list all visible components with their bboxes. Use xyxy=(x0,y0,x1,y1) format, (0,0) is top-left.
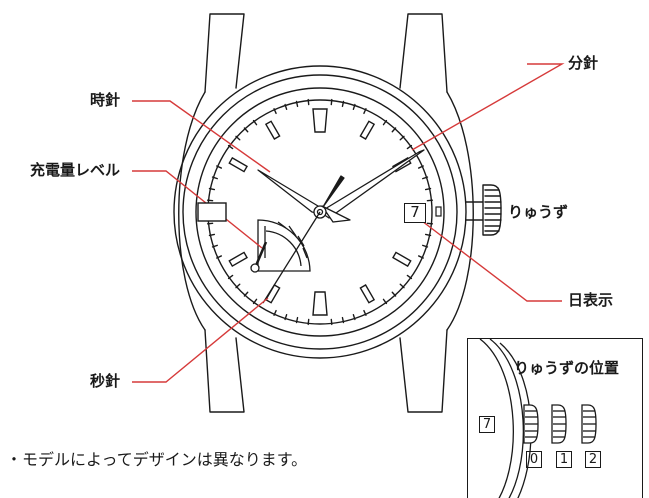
case-lug-upper xyxy=(204,13,245,93)
minute-tick xyxy=(252,298,258,305)
minute-tick xyxy=(406,144,413,150)
minute-tick xyxy=(382,298,388,305)
minute-tick xyxy=(422,176,429,180)
label-power-reserve: 充電量レベル xyxy=(30,161,121,179)
crown-position-1: 1 xyxy=(556,451,572,468)
minute-tick xyxy=(330,98,333,106)
case-lug-upper-right xyxy=(399,13,448,93)
leader-hour-hand xyxy=(132,100,271,173)
leader-second-hand xyxy=(132,297,269,383)
label-crown: りゅうず xyxy=(508,203,569,221)
minute-tick xyxy=(206,199,214,202)
minute-tick xyxy=(424,187,432,191)
design-note: ・モデルによってデザインは異なります。 xyxy=(6,450,308,469)
label-minute-hand: 分針 xyxy=(568,54,599,72)
hour-hand xyxy=(257,169,323,215)
label-hour-hand: 時針 xyxy=(90,91,121,109)
minute-tick xyxy=(295,100,299,108)
inset-crowns xyxy=(523,404,597,444)
minute-tick xyxy=(252,119,258,126)
crown-position-inset: りゅうずの位置 7 0 1 2 xyxy=(467,338,643,498)
hour-index xyxy=(392,251,412,268)
minute-tick xyxy=(352,103,356,110)
minute-hand-tail xyxy=(321,205,351,223)
second-hand xyxy=(322,175,345,208)
minute-tick xyxy=(426,199,434,202)
minute-tick xyxy=(399,283,405,289)
minute-tick xyxy=(284,103,288,110)
minute-tick xyxy=(391,127,397,133)
minute-tick xyxy=(363,108,367,115)
label-second-hand: 秒針 xyxy=(90,372,121,390)
minute-tick xyxy=(426,222,434,225)
minute-hand xyxy=(319,149,425,219)
minute-tick xyxy=(284,314,288,321)
minute-tick xyxy=(352,314,356,321)
minute-tick xyxy=(216,165,223,169)
minute-tick xyxy=(243,127,249,133)
inset-date-window: 7 xyxy=(479,416,495,433)
inset-drawing xyxy=(479,339,597,498)
hour-index xyxy=(228,156,248,173)
minute-tick xyxy=(211,244,218,248)
leader-date xyxy=(417,217,562,302)
crown-position-0: 0 xyxy=(526,451,542,468)
minute-tick xyxy=(243,291,249,297)
hour-index xyxy=(312,108,328,133)
crown xyxy=(482,184,502,236)
minute-tick xyxy=(307,318,310,326)
minute-tick xyxy=(417,165,424,169)
minute-tick xyxy=(208,233,216,237)
minute-tick xyxy=(227,144,234,150)
minute-tick xyxy=(422,244,429,248)
minute-tick xyxy=(424,233,432,237)
minute-track xyxy=(206,98,434,326)
hour-index xyxy=(359,284,376,304)
minute-tick xyxy=(391,291,397,297)
power-reserve-indicator xyxy=(257,219,311,272)
hour-index xyxy=(264,120,281,140)
index-3-small xyxy=(435,206,442,217)
minute-tick xyxy=(216,255,223,259)
minute-tick xyxy=(235,283,241,289)
case-lug-lower xyxy=(204,329,245,413)
minute-tick xyxy=(227,274,234,280)
minute-tick xyxy=(273,108,277,115)
minute-tick xyxy=(235,135,241,141)
inset-title: りゅうずの位置 xyxy=(514,359,620,377)
minute-tick xyxy=(330,318,333,326)
minute-tick xyxy=(382,119,388,126)
minute-tick xyxy=(273,309,277,316)
label-date: 日表示 xyxy=(568,291,614,309)
minute-tick xyxy=(399,135,405,141)
minute-tick xyxy=(295,316,299,324)
minute-tick xyxy=(208,187,216,191)
bezel-outer xyxy=(173,65,467,359)
index-9 xyxy=(197,202,227,222)
minute-tick xyxy=(211,176,218,180)
case-side-right xyxy=(446,91,474,331)
minute-tick xyxy=(417,255,424,259)
minute-tick xyxy=(341,316,345,324)
leader-power-reserve xyxy=(132,170,263,249)
crown-position-2: 2 xyxy=(585,451,601,468)
case-lug-lower-right xyxy=(399,329,448,413)
minute-tick xyxy=(406,274,413,280)
minute-tick xyxy=(307,98,310,106)
minute-tick xyxy=(341,100,345,108)
dial-edge xyxy=(195,87,445,337)
bezel-inner xyxy=(182,74,458,350)
hour-index xyxy=(228,251,248,268)
hour-index xyxy=(359,120,376,140)
leader-minute-hand xyxy=(411,63,565,151)
minute-tick xyxy=(363,309,367,316)
date-window: 7 xyxy=(404,203,426,223)
hour-index xyxy=(312,291,328,316)
minute-tick xyxy=(206,222,214,225)
